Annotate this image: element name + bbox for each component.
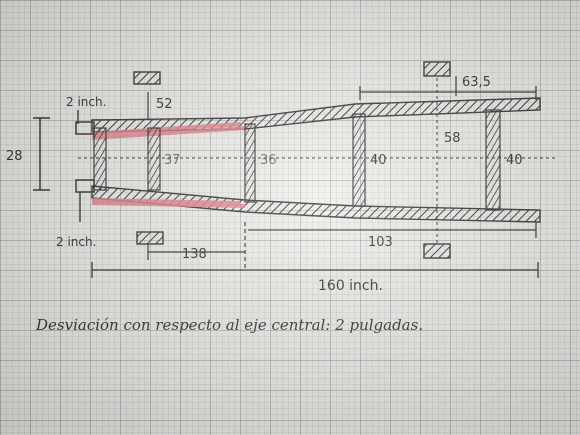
frame-width-label: 28 (6, 149, 23, 164)
offset-bottom-label: 2 inch. (56, 235, 96, 249)
rear-axle-top (423, 61, 451, 77)
front-crossmember (75, 121, 107, 193)
total-length-dimension (91, 262, 539, 278)
rear-axle-bottom (423, 243, 451, 259)
span-63-5-label: 63,5 (462, 75, 491, 90)
width-40-end-label: 40 (506, 153, 523, 168)
deviation-caption: Desviación con respecto al eje central: … (35, 316, 423, 334)
frame-width-dimension (33, 117, 50, 191)
red-pencil-marks (91, 122, 246, 208)
rear-crossmember (485, 109, 501, 211)
front-axle-top (133, 71, 161, 85)
width-52-label: 52 (156, 97, 173, 112)
width-37-label: 37 (164, 153, 181, 168)
span-103-label: 103 (368, 235, 393, 250)
span-138-dimension (147, 222, 246, 268)
span-138-label: 138 (182, 247, 207, 262)
width-40-mid-label: 40 (370, 153, 387, 168)
span-63-5-dimension (359, 76, 537, 100)
width-36-label: 36 (260, 153, 277, 168)
crossmember-40-mid (352, 113, 366, 207)
crossmember-36 (244, 123, 256, 203)
total-length-label: 160 inch. (318, 278, 383, 294)
offset-top-label: 2 inch. (66, 95, 106, 109)
height-58-label: 58 (444, 131, 461, 146)
crossmember-37 (147, 127, 161, 191)
front-axle-bottom (136, 231, 164, 245)
span-103-dimension (248, 222, 537, 238)
